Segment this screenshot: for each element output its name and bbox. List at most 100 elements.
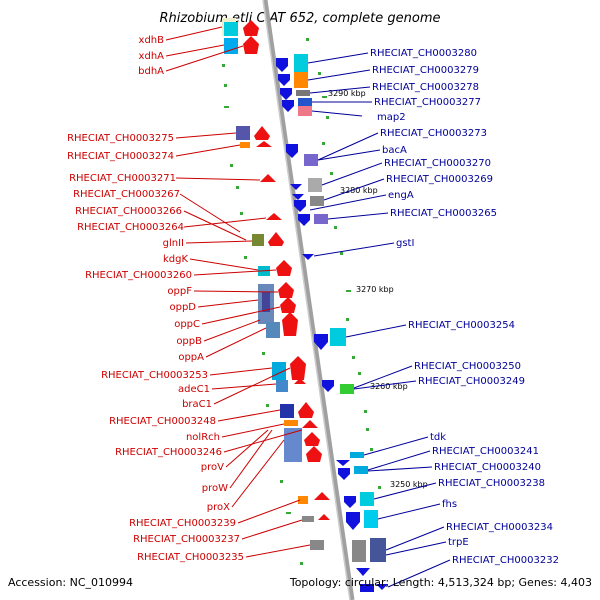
gene-label[interactable]: RHECIAT_CH0003234 xyxy=(446,522,553,533)
gene-label[interactable]: RHECIAT_CH0003270 xyxy=(384,158,491,169)
forward-gene-arrow[interactable] xyxy=(268,232,284,246)
gene-label[interactable]: xdhB xyxy=(139,35,165,46)
gene-label[interactable]: adeC1 xyxy=(178,384,210,395)
gene-label[interactable]: RHECIAT_CH0003275 xyxy=(67,133,174,144)
gene-box[interactable] xyxy=(350,452,364,458)
gene-label[interactable]: nolRch xyxy=(186,432,220,443)
gene-label[interactable]: RHECIAT_CH0003260 xyxy=(85,270,192,281)
gene-label[interactable]: RHECIAT_CH0003269 xyxy=(386,174,493,185)
reverse-gene-arrow[interactable] xyxy=(376,584,388,590)
gene-box[interactable] xyxy=(276,380,288,392)
forward-gene-arrow[interactable] xyxy=(314,492,330,500)
gene-label[interactable]: RHECIAT_CH0003273 xyxy=(380,128,487,139)
reverse-gene-arrow[interactable] xyxy=(286,144,298,158)
gene-box[interactable] xyxy=(296,90,310,96)
reverse-gene-arrow[interactable] xyxy=(346,512,360,530)
forward-gene-arrow[interactable] xyxy=(298,402,314,418)
gene-label[interactable]: RHECIAT_CH0003278 xyxy=(372,82,479,93)
gene-label[interactable]: map2 xyxy=(377,112,406,123)
gene-label[interactable]: RHECIAT_CH0003237 xyxy=(133,534,240,545)
reverse-gene-arrow[interactable] xyxy=(280,88,292,100)
reverse-gene-arrow[interactable] xyxy=(314,334,328,350)
forward-gene-arrow[interactable] xyxy=(294,378,306,384)
gene-label[interactable]: oppC xyxy=(174,319,200,330)
gene-label[interactable]: RHECIAT_CH0003280 xyxy=(370,48,477,59)
forward-gene-arrow[interactable] xyxy=(260,174,276,182)
gene-label[interactable]: braC1 xyxy=(182,399,212,410)
gene-box[interactable] xyxy=(280,404,294,418)
gene-label[interactable]: oppB xyxy=(176,336,202,347)
gene-label[interactable]: RHECIAT_CH0003240 xyxy=(434,462,541,473)
gene-box[interactable] xyxy=(310,196,324,206)
gene-box[interactable] xyxy=(266,322,280,338)
gene-box[interactable] xyxy=(298,98,312,106)
forward-gene-arrow[interactable] xyxy=(318,514,330,520)
gene-box[interactable] xyxy=(330,328,346,346)
gene-box[interactable] xyxy=(310,540,324,550)
forward-gene-arrow[interactable] xyxy=(254,126,270,140)
gene-label[interactable]: xdhA xyxy=(139,51,165,62)
gene-label[interactable]: proX xyxy=(207,502,230,513)
gene-label[interactable]: RHECIAT_CH0003254 xyxy=(408,320,515,331)
forward-gene-arrow[interactable] xyxy=(290,356,306,380)
gene-label[interactable]: RHECIAT_CH0003235 xyxy=(137,552,244,563)
reverse-gene-arrow[interactable] xyxy=(290,184,302,190)
gene-label[interactable]: oppD xyxy=(169,302,196,313)
gene-label[interactable]: oppF xyxy=(167,286,192,297)
gene-box[interactable] xyxy=(294,54,308,72)
gene-label[interactable]: proW xyxy=(202,483,228,494)
gene-label[interactable]: RHECIAT_CH0003264 xyxy=(77,222,184,233)
reverse-gene-arrow[interactable] xyxy=(294,200,306,212)
gene-box[interactable] xyxy=(236,126,250,140)
forward-gene-arrow[interactable] xyxy=(276,260,292,276)
gene-box[interactable] xyxy=(224,22,238,36)
gene-label[interactable]: glnII xyxy=(163,238,184,249)
gene-box[interactable] xyxy=(240,142,250,148)
gene-box[interactable] xyxy=(360,492,374,506)
gene-label[interactable]: RHECIAT_CH0003277 xyxy=(374,97,481,108)
gene-label[interactable]: RHECIAT_CH0003250 xyxy=(414,361,521,372)
gene-box[interactable] xyxy=(370,538,386,562)
forward-gene-arrow[interactable] xyxy=(302,420,318,428)
reverse-gene-arrow[interactable] xyxy=(338,468,350,480)
reverse-gene-arrow[interactable] xyxy=(322,380,334,392)
reverse-gene-arrow[interactable] xyxy=(276,58,288,72)
gene-label[interactable]: RHECIAT_CH0003266 xyxy=(75,206,182,217)
gene-label[interactable]: RHECIAT_CH0003232 xyxy=(452,555,559,566)
gene-label[interactable]: RHECIAT_CH0003246 xyxy=(115,447,222,458)
gene-box[interactable] xyxy=(262,292,270,312)
forward-gene-arrow[interactable] xyxy=(266,213,282,220)
gene-box[interactable] xyxy=(298,496,308,504)
gene-label[interactable]: tdk xyxy=(430,432,446,443)
gene-box[interactable] xyxy=(294,72,308,88)
forward-gene-arrow[interactable] xyxy=(256,141,272,147)
gene-label[interactable]: RHECIAT_CH0003253 xyxy=(101,370,208,381)
gene-box[interactable] xyxy=(308,178,322,192)
forward-gene-arrow[interactable] xyxy=(278,282,294,298)
gene-box[interactable] xyxy=(302,516,314,522)
reverse-gene-arrow[interactable] xyxy=(302,254,314,260)
forward-gene-arrow[interactable] xyxy=(282,312,298,336)
reverse-gene-arrow[interactable] xyxy=(278,74,290,86)
gene-box[interactable] xyxy=(340,384,354,394)
gene-label[interactable]: bdhA xyxy=(138,66,164,77)
forward-gene-arrow[interactable] xyxy=(306,446,322,462)
gene-label[interactable]: trpE xyxy=(448,537,469,548)
gene-label[interactable]: engA xyxy=(388,190,414,201)
gene-box[interactable] xyxy=(284,428,302,462)
gene-label[interactable]: RHECIAT_CH0003239 xyxy=(129,518,236,529)
forward-gene-arrow[interactable] xyxy=(243,36,259,54)
forward-gene-arrow[interactable] xyxy=(243,20,259,36)
gene-box[interactable] xyxy=(272,362,286,380)
gene-label[interactable]: RHECIAT_CH0003267 xyxy=(73,189,180,200)
gene-label[interactable]: bacA xyxy=(382,145,407,156)
gene-box[interactable] xyxy=(224,38,238,54)
gene-label[interactable]: RHECIAT_CH0003265 xyxy=(390,208,497,219)
gene-label[interactable]: RHECIAT_CH0003249 xyxy=(418,376,525,387)
gene-label[interactable]: RHECIAT_CH0003274 xyxy=(67,151,174,162)
forward-gene-arrow[interactable] xyxy=(280,297,296,313)
reverse-gene-arrow[interactable] xyxy=(298,214,310,226)
gene-label[interactable]: RHECIAT_CH0003271 xyxy=(69,173,176,184)
gene-label[interactable]: RHECIAT_CH0003248 xyxy=(109,416,216,427)
forward-gene-arrow[interactable] xyxy=(304,432,320,446)
